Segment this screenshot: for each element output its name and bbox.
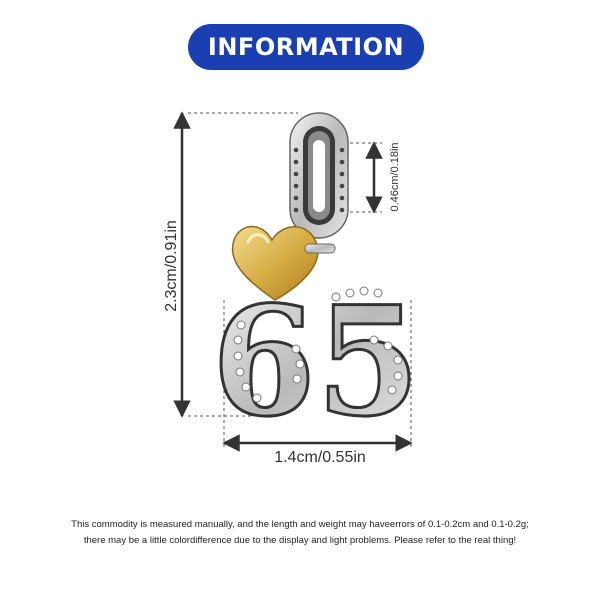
disclaimer-line-2: there may be a little colordifference du… (83, 535, 517, 546)
height-label: 2.3cm/0.91in (163, 220, 180, 312)
disclaimer-line-1: This commodity is measured manually, and… (71, 519, 529, 530)
gold-heart (231, 225, 336, 301)
banner-title: INFORMATION (207, 33, 405, 61)
width-label: 1.4cm/0.55in (274, 449, 366, 466)
charm-number: 65 (210, 273, 422, 452)
disclaimer: This commodity is measured manually, and… (20, 517, 580, 549)
width-dimension (222, 300, 413, 452)
charm-number-text: 65 (212, 274, 421, 450)
crystal-stones (233, 286, 403, 403)
information-banner: INFORMATION (188, 24, 424, 70)
charm-bail (289, 112, 349, 239)
bail-label: 0.46cm/0.18in (389, 142, 401, 212)
